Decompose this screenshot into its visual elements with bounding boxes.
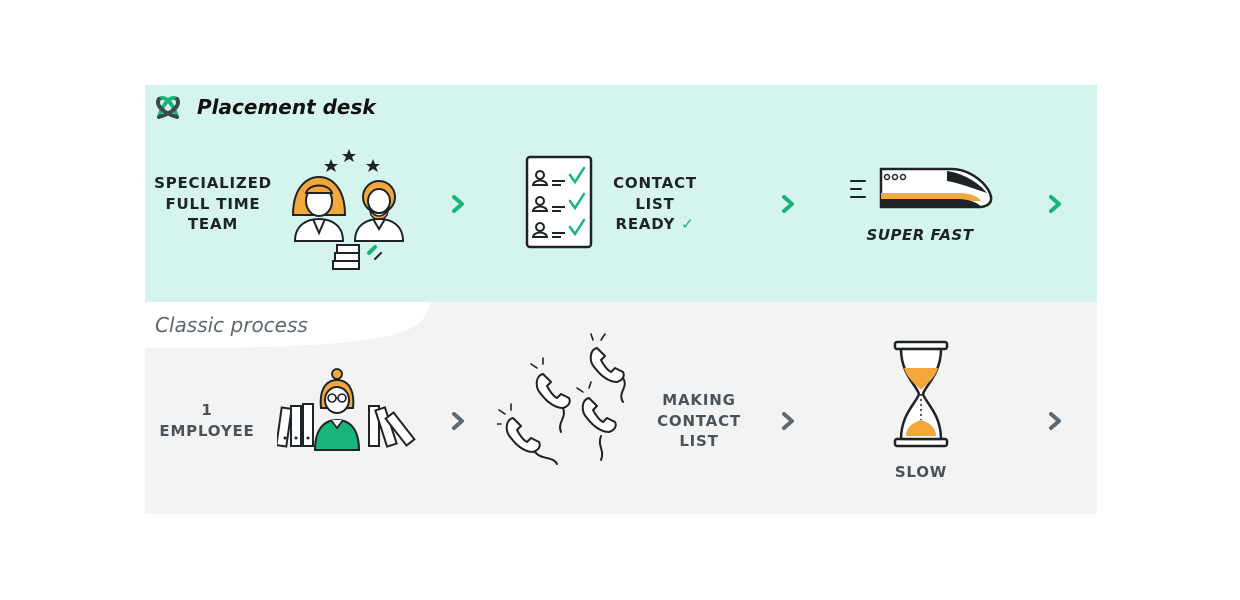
contact-list-ready-label: CONTACT LIST READY ✓ [600,173,710,235]
train-icon [847,165,997,213]
chevron-right-icon [451,194,465,214]
check-icon: ✓ [681,215,694,233]
hourglass-icon [893,340,949,448]
chevron-right-icon [781,411,795,431]
classic-process-title: Classic process [155,313,308,337]
making-contact-list-label: MAKING CONTACT LIST [643,390,755,452]
chevron-right-icon [1048,411,1062,431]
super-fast-label: SUPER FAST [845,225,995,246]
chevron-right-icon [1048,194,1062,214]
placement-desk-title: Placement desk [197,95,376,119]
team-icon [289,145,409,285]
chevron-right-icon [781,194,795,214]
logo-icon [153,93,183,123]
chevron-right-icon [451,411,465,431]
placement-desk-panel: Placement desk SPECIALIZED FULL TIME TEA… [145,85,1097,302]
employee-icon [277,368,427,452]
step-specialized-team-label: SPECIALIZED FULL TIME TEAM [153,173,273,235]
slow-label: SLOW [861,462,981,483]
one-employee-label: 1 EMPLOYEE [147,400,267,441]
checklist-icon [525,155,595,251]
classic-process-panel: Classic process 1 EMPLOYEE [145,302,1097,514]
phones-icon [497,332,643,466]
